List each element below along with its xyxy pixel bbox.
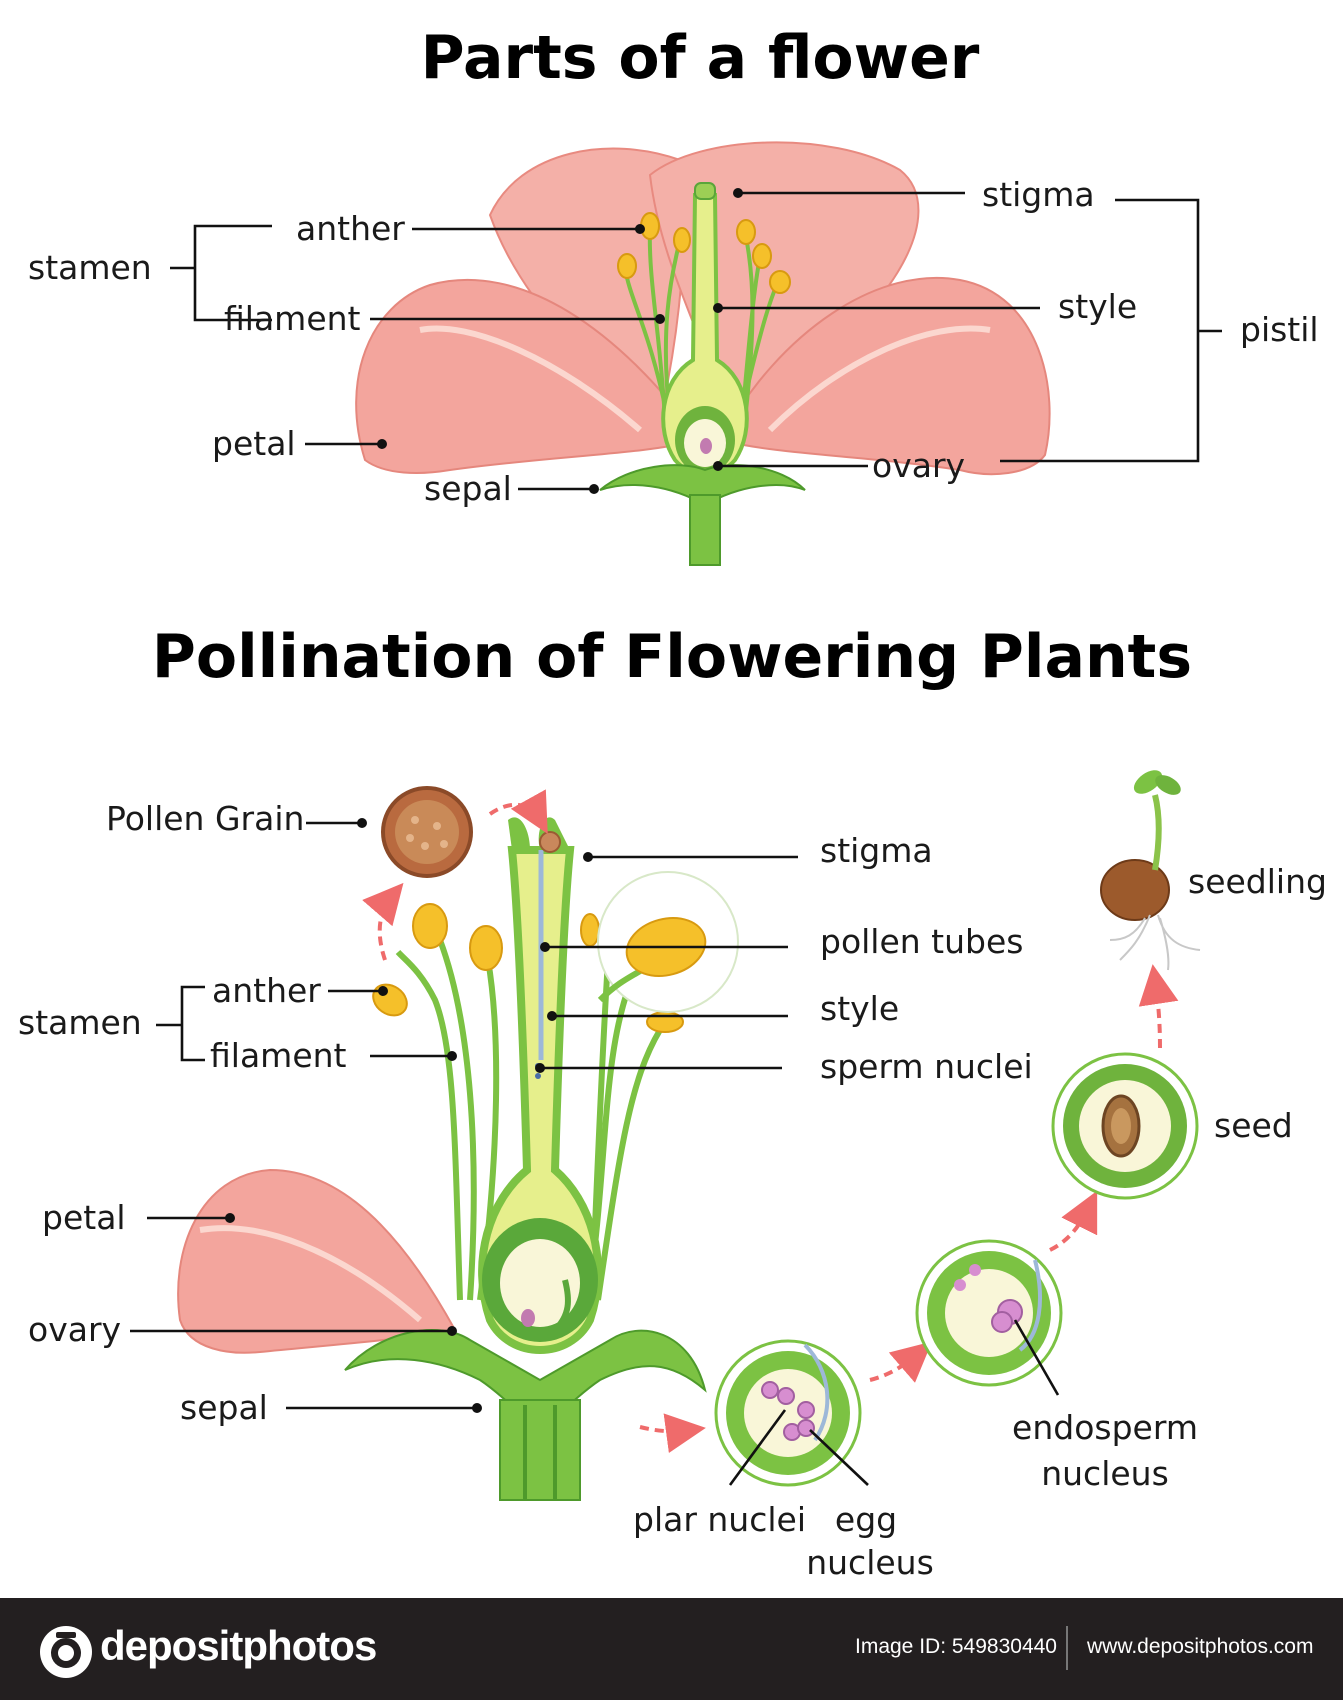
pollination-leaders bbox=[130, 818, 1060, 1486]
label-ovary-top: ovary bbox=[872, 446, 965, 485]
label-stamen-pollination: stamen bbox=[18, 1003, 142, 1042]
label-pollen-tubes: pollen tubes bbox=[820, 922, 1023, 961]
top-flower-leaders bbox=[170, 188, 1222, 494]
label-endosperm-line1: endosperm bbox=[1012, 1408, 1198, 1447]
footer-divider bbox=[1066, 1626, 1068, 1670]
label-ovary-pollination: ovary bbox=[28, 1310, 121, 1349]
label-petal-pollination: petal bbox=[42, 1198, 126, 1237]
label-pollen-grain: Pollen Grain bbox=[106, 799, 304, 838]
label-anther-pollination: anther bbox=[212, 971, 321, 1010]
label-style-top: style bbox=[1058, 287, 1137, 326]
label-sepal-top: sepal bbox=[424, 469, 512, 508]
label-filament-pollination: filament bbox=[210, 1036, 347, 1075]
diagram-svg: Parts of a flower Pollination of Floweri… bbox=[18, 23, 1327, 1582]
label-plar-nuclei: plar nuclei bbox=[633, 1500, 806, 1539]
label-egg-line1: egg bbox=[835, 1500, 897, 1539]
label-stigma-top: stigma bbox=[982, 175, 1095, 214]
label-sepal-pollination: sepal bbox=[180, 1388, 268, 1427]
ovule-stage-1 bbox=[714, 1339, 862, 1487]
brand-logo-text[interactable]: depositphotos bbox=[100, 1622, 377, 1669]
footer-bar: depositphotos Image ID: 549830440 www.de… bbox=[0, 1598, 1343, 1700]
label-pistil-top: pistil bbox=[1240, 310, 1319, 349]
label-petal-top: petal bbox=[212, 424, 296, 463]
label-filament-top: filament bbox=[224, 299, 361, 338]
seedling-illustration bbox=[1100, 770, 1201, 971]
label-seedling: seedling bbox=[1188, 862, 1327, 901]
label-style-pollination: style bbox=[820, 989, 899, 1028]
ovule-stage-2 bbox=[915, 1239, 1063, 1387]
label-anther-top: anther bbox=[296, 209, 405, 248]
pollination-flower-illustration bbox=[177, 817, 739, 1501]
camera-logo-icon bbox=[40, 1626, 92, 1678]
label-stigma-pollination: stigma bbox=[820, 831, 933, 870]
title-parts-of-flower: Parts of a flower bbox=[421, 23, 980, 93]
label-endosperm-line2: nucleus bbox=[1041, 1454, 1169, 1493]
progress-arrows bbox=[362, 789, 1179, 1453]
title-pollination: Pollination of Flowering Plants bbox=[152, 622, 1192, 692]
top-flower-illustration bbox=[355, 141, 1051, 566]
label-stamen-top: stamen bbox=[28, 248, 152, 287]
pollen-grain-illustration bbox=[381, 786, 473, 878]
label-seed: seed bbox=[1214, 1106, 1293, 1145]
seed-illustration bbox=[1051, 1052, 1199, 1200]
label-egg-line2: nucleus bbox=[806, 1543, 934, 1582]
image-id-text: Image ID: 549830440 bbox=[855, 1635, 1057, 1658]
label-sperm-nuclei: sperm nuclei bbox=[820, 1047, 1033, 1086]
website-link[interactable]: www.depositphotos.com bbox=[1087, 1635, 1314, 1658]
